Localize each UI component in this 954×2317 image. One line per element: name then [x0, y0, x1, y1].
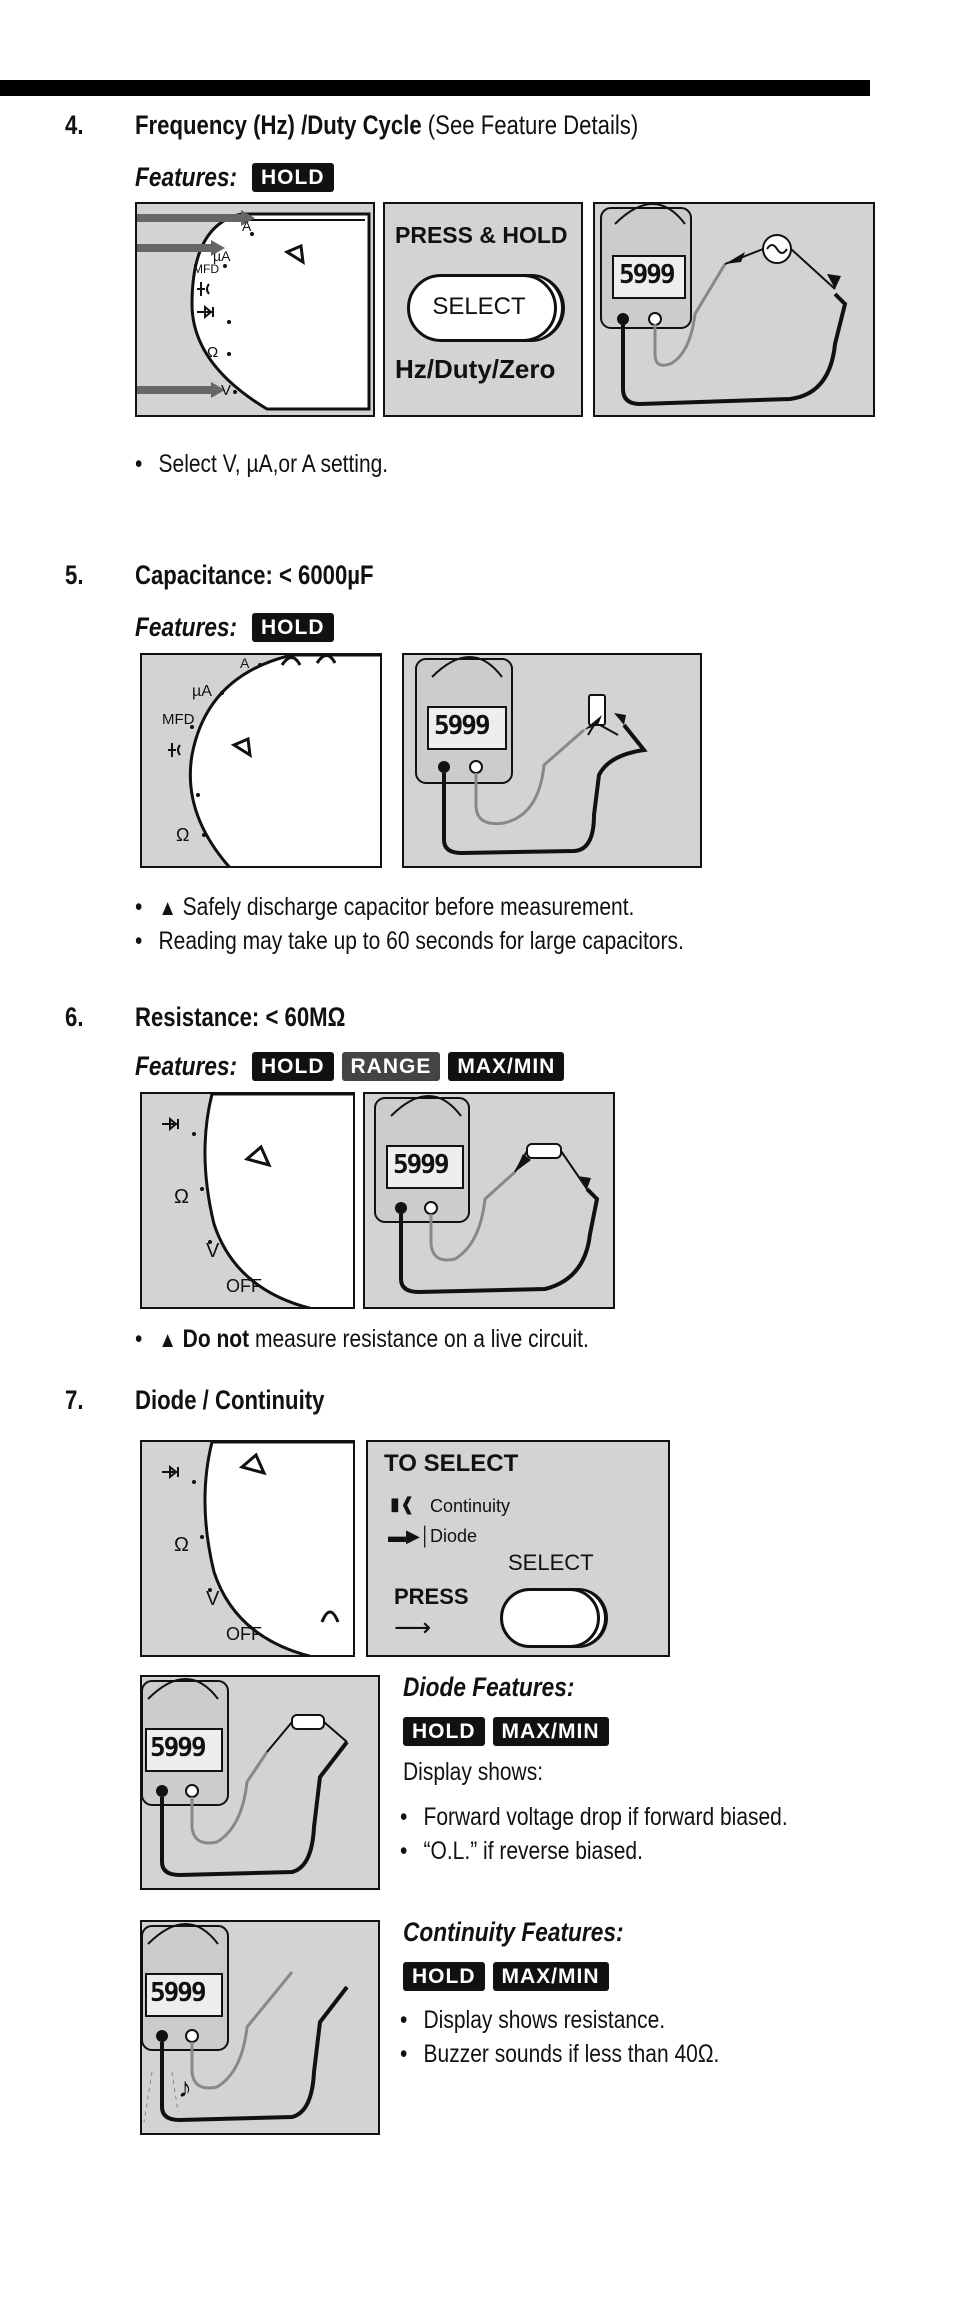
- clamp-meter-graphic: [142, 1678, 349, 1878]
- section-title: Capacitance: < 6000µF: [135, 560, 374, 590]
- continuity-icon: ▮❰: [390, 1494, 415, 1514]
- dial-label-off: OFF: [226, 1276, 262, 1296]
- display-shows-label: Display shows:: [403, 1758, 544, 1786]
- warning-icon: ▲: [158, 1327, 177, 1352]
- hold-badge: HOLD: [252, 613, 334, 642]
- features-row: Features: HOLD: [135, 162, 334, 193]
- meter-reading: 5999: [393, 1150, 450, 1180]
- dial-label-a: A: [242, 218, 252, 234]
- meter-connection-panel: 5999: [593, 202, 875, 417]
- to-select-label: TO SELECT: [384, 1450, 519, 1477]
- features-row: Features: HOLD RANGE MAX/MIN: [135, 1051, 565, 1082]
- rotary-dial-panel: Ω V OFF: [140, 1092, 355, 1309]
- meter-reading: 5999: [150, 1733, 207, 1763]
- section-title: Resistance: < 60MΩ: [135, 1002, 346, 1032]
- continuity-badges: HOLD MAX/MIN: [403, 1962, 609, 1991]
- hold-badge: HOLD: [252, 1052, 334, 1081]
- rotary-dial-graphic: [162, 1442, 353, 1655]
- range-badge: RANGE: [341, 1052, 441, 1081]
- meter-reading: 5999: [150, 1978, 207, 2008]
- hz-duty-zero-label: Hz/Duty/Zero: [395, 354, 556, 384]
- sec4-bullet: Select V, µA,or A setting.: [135, 450, 389, 479]
- sec5-bullet-2: Reading may take up to 60 seconds for la…: [135, 927, 684, 956]
- diode-icon: ▬▶│: [388, 1526, 432, 1546]
- rotary-dial-graphic: [168, 655, 380, 866]
- max-min-badge: MAX/MIN: [492, 1717, 609, 1746]
- section-number: 4.: [65, 110, 84, 140]
- meter-connection-panel: 5999: [402, 653, 702, 868]
- press-hold-label: PRESS & HOLD: [395, 222, 568, 248]
- music-note-icon: ♪: [178, 2072, 192, 2103]
- rotary-dial-graphic: [137, 210, 371, 411]
- section-number: 6.: [65, 1002, 84, 1032]
- press-label: PRESS: [394, 1584, 469, 1609]
- dial-label-ohm: Ω: [174, 1534, 189, 1556]
- clamp-meter-graphic: [374, 1095, 600, 1295]
- diode-label: Diode: [430, 1526, 478, 1546]
- dial-label-a: A: [240, 655, 250, 671]
- dial-label-mfd: MFD: [162, 711, 195, 728]
- section-title: Frequency (Hz) /Duty Cycle (See Feature …: [135, 110, 639, 140]
- top-rule: [0, 80, 870, 96]
- dial-label-ua: µA: [192, 683, 212, 700]
- select-button-graphic: [500, 1588, 600, 1648]
- meter-connection-panel: 5999: [363, 1092, 615, 1309]
- continuity-bullet-1: Display shows resistance.: [400, 2006, 666, 2035]
- continuity-label: Continuity: [430, 1496, 511, 1516]
- clamp-meter-graphic: [142, 1923, 349, 2123]
- diode-badges: HOLD MAX/MIN: [403, 1717, 609, 1746]
- meter-reading: 5999: [434, 711, 491, 741]
- dial-label-ohm: Ω: [207, 344, 219, 361]
- features-label: Features:: [135, 162, 238, 192]
- dial-label-off: OFF: [226, 1624, 262, 1644]
- clamp-meter-graphic: [600, 204, 848, 407]
- sec6-bullet: ▲ Do not measure resistance on a live ci…: [135, 1325, 589, 1354]
- rotary-dial-panel: A µA MFD Ω V: [135, 202, 375, 417]
- dial-label-v: V: [221, 382, 232, 399]
- meter-reading: 5999: [619, 260, 676, 290]
- select-button-graphic: SELECT: [407, 274, 557, 342]
- diode-bullet-1: Forward voltage drop if forward biased.: [400, 1803, 788, 1832]
- continuity-bullet-2: Buzzer sounds if less than 40Ω.: [400, 2040, 720, 2069]
- arrow-right-icon: ⟶: [394, 1612, 432, 1642]
- rotary-dial-graphic: [162, 1094, 353, 1307]
- features-row: Features: HOLD: [135, 612, 334, 643]
- dial-label-v: V: [206, 1588, 220, 1610]
- press-hold-panel: PRESS & HOLD SELECT Hz/Duty/Zero: [383, 202, 583, 417]
- dial-label-ohm: Ω: [174, 1186, 189, 1208]
- section-title: Diode / Continuity: [135, 1385, 325, 1415]
- rotary-dial-panel: Ω V OFF: [140, 1440, 355, 1657]
- diode-meter-panel: 5999: [140, 1675, 380, 1890]
- warning-icon: ▲: [158, 895, 177, 920]
- features-label: Features:: [135, 1051, 238, 1081]
- max-min-badge: MAX/MIN: [448, 1052, 565, 1081]
- hold-badge: HOLD: [403, 1962, 485, 1991]
- section-number: 7.: [65, 1385, 84, 1415]
- continuity-features-title: Continuity Features:: [403, 1917, 624, 1947]
- max-min-badge: MAX/MIN: [492, 1962, 609, 1991]
- diode-features-title: Diode Features:: [403, 1672, 575, 1702]
- continuity-meter-panel: 5999 ♪: [140, 1920, 380, 2135]
- section-number: 5.: [65, 560, 84, 590]
- to-select-panel: TO SELECT ▮❰ Continuity ▬▶│ Diode SELECT…: [366, 1440, 670, 1657]
- diode-bullet-2: “O.L.” if reverse biased.: [400, 1837, 643, 1866]
- hold-badge: HOLD: [403, 1717, 485, 1746]
- select-label: SELECT: [432, 293, 526, 320]
- dial-label-v: V: [206, 1240, 220, 1262]
- dial-label-ua: µA: [213, 248, 231, 264]
- clamp-meter-graphic: [415, 656, 648, 856]
- dial-label-mfd: MFD: [193, 262, 219, 276]
- dial-label-ohm: Ω: [176, 825, 190, 845]
- sec5-bullet-1: ▲ Safely discharge capacitor before meas…: [135, 893, 635, 922]
- rotary-dial-panel: A µA MFD Ω: [140, 653, 382, 868]
- features-label: Features:: [135, 612, 238, 642]
- select-label: SELECT: [508, 1550, 594, 1575]
- hold-badge: HOLD: [252, 163, 334, 192]
